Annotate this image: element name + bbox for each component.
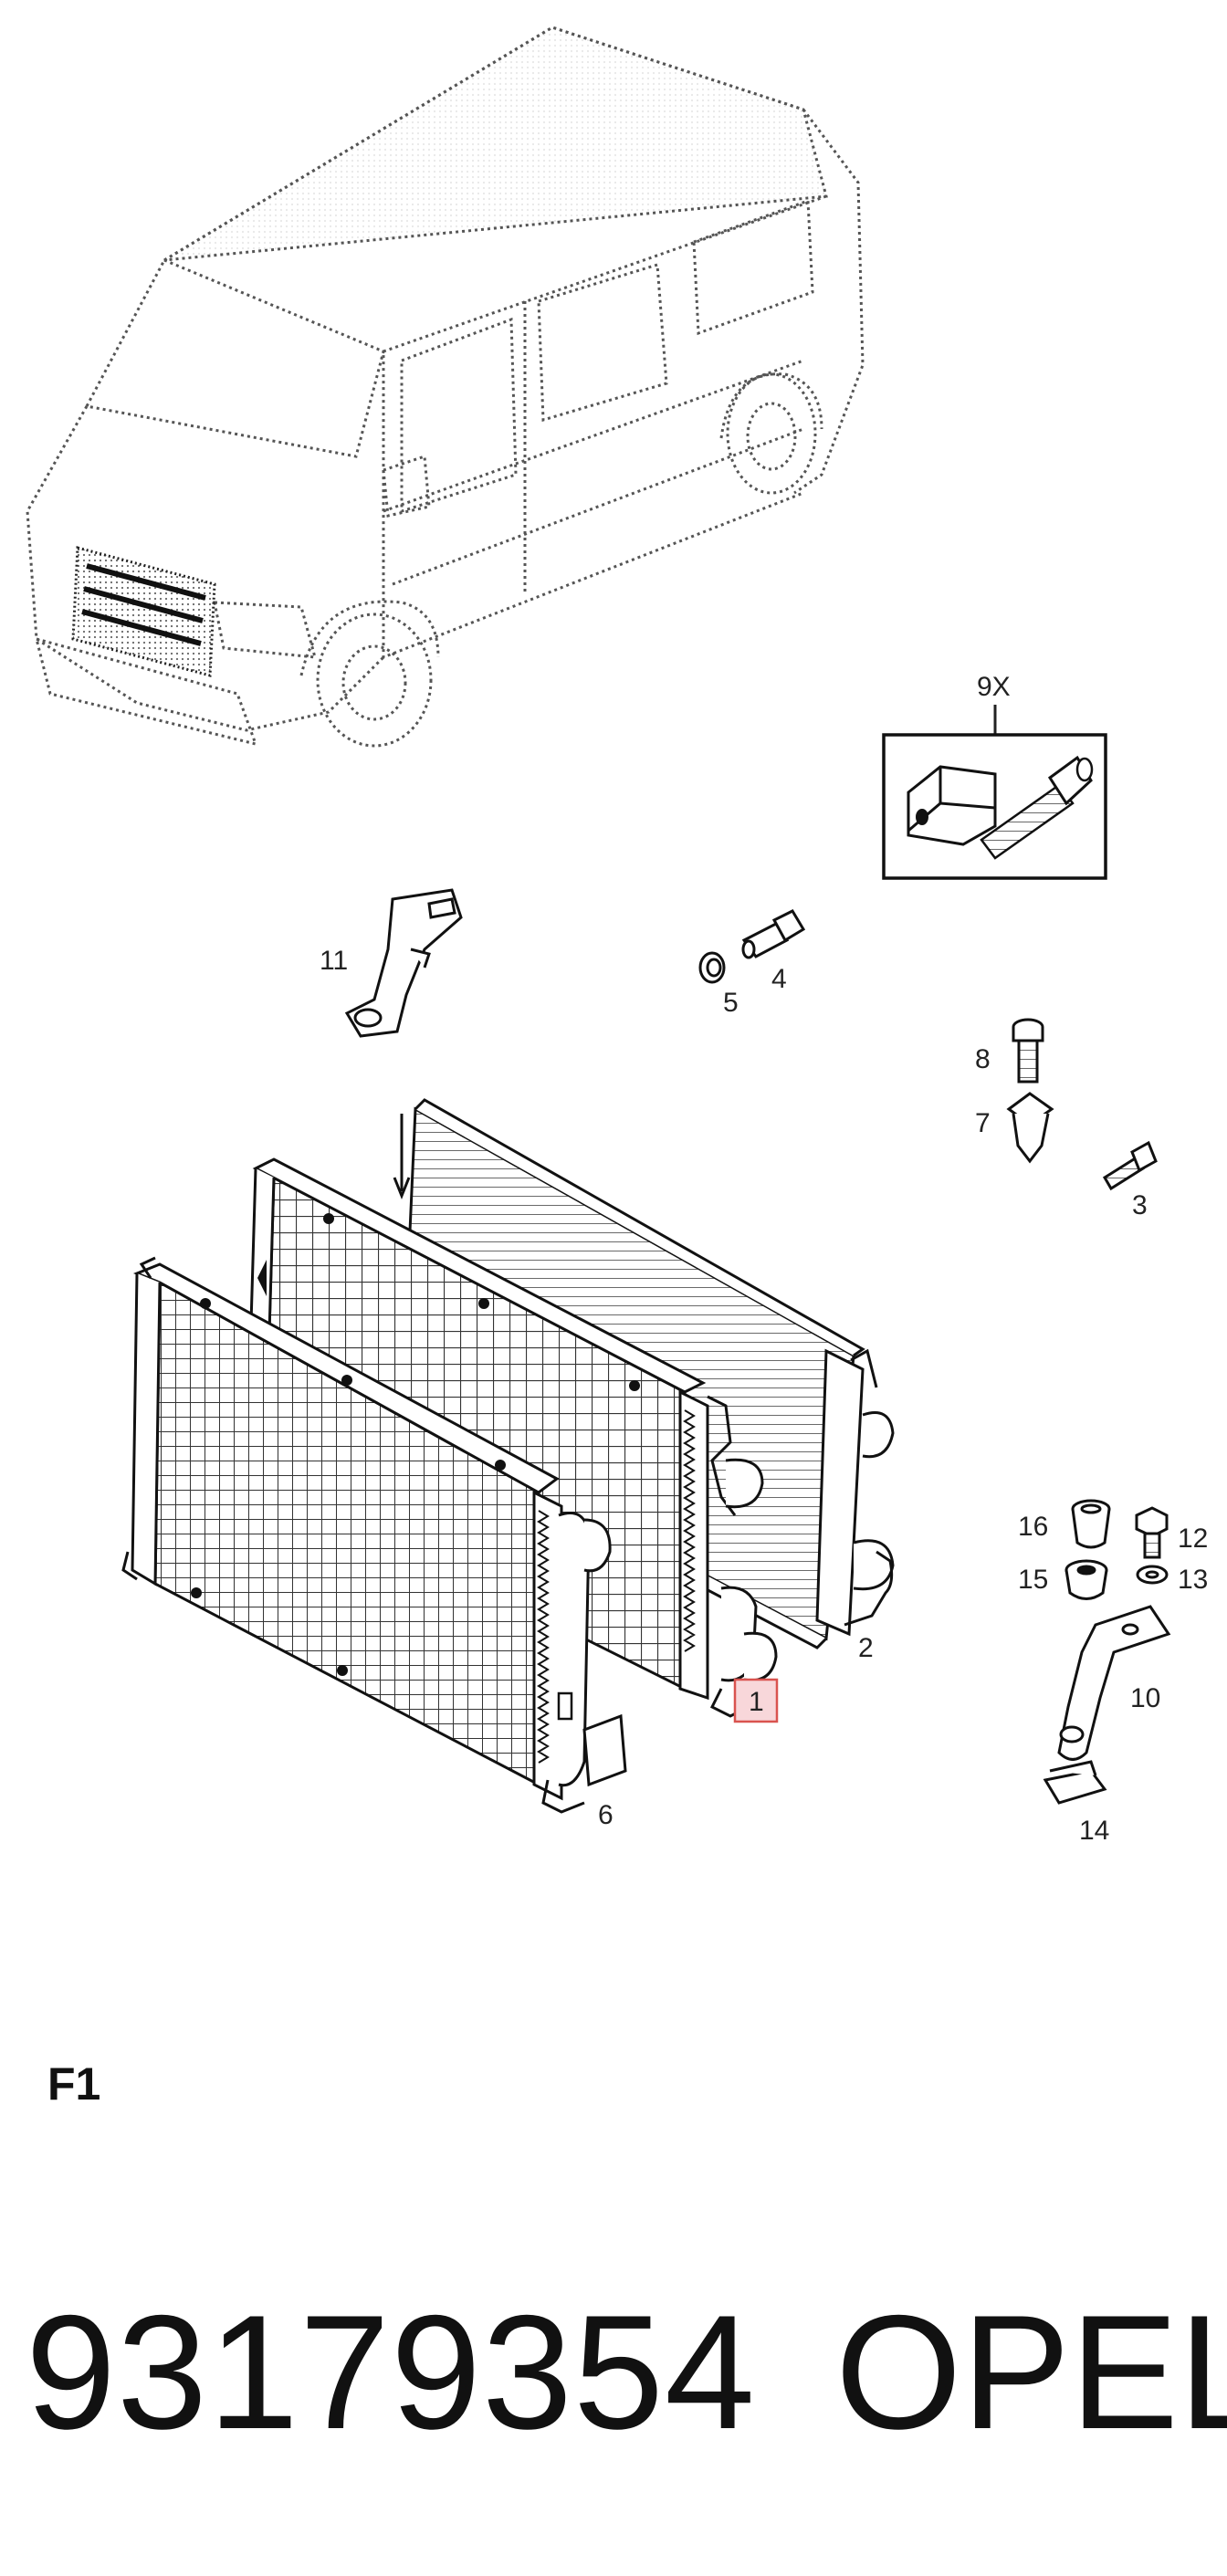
callout-8: 8 [975, 1044, 991, 1074]
van-grille [71, 546, 216, 677]
part-5-o-ring [698, 951, 726, 984]
callout-16: 16 [1018, 1512, 1048, 1542]
callout-6: 6 [598, 1800, 614, 1830]
highlight-part-1 [733, 1678, 779, 1723]
van-illustration [26, 26, 865, 748]
callout-7: 7 [975, 1108, 991, 1138]
part-11-bracket [344, 888, 463, 1038]
callout-2: 2 [858, 1633, 874, 1663]
callout-14: 14 [1079, 1816, 1109, 1846]
callout-1: 1 [749, 1687, 764, 1717]
callout-13: 13 [1178, 1565, 1208, 1595]
callout-10: 10 [1130, 1683, 1160, 1713]
brand-name: OPEL [835, 2281, 1227, 2463]
part-3-screw [1102, 1140, 1158, 1191]
part-13-washer [1136, 1565, 1169, 1585]
section-label: F1 [47, 2058, 101, 2110]
part-9x-kit [882, 705, 1107, 880]
part-4-sensor [741, 909, 806, 959]
part-12-bolt [1135, 1506, 1169, 1559]
part-number: 93179354 [26, 2281, 756, 2463]
part-14-clip [1043, 1760, 1107, 1805]
callout-4: 4 [771, 964, 787, 994]
part-7-clip [1006, 1092, 1054, 1164]
callout-12: 12 [1178, 1524, 1208, 1554]
part-15-grommet [1064, 1559, 1108, 1600]
callout-9x: 9X [977, 672, 1011, 702]
callout-3: 3 [1132, 1190, 1148, 1220]
part-16-bushing [1071, 1499, 1111, 1549]
part-10-bracket [1057, 1605, 1171, 1761]
callout-5: 5 [723, 988, 739, 1018]
part-6-condenser [121, 1256, 627, 1814]
callout-15: 15 [1018, 1565, 1048, 1595]
part-8-bolt [1012, 1018, 1044, 1084]
callout-11: 11 [320, 946, 348, 976]
